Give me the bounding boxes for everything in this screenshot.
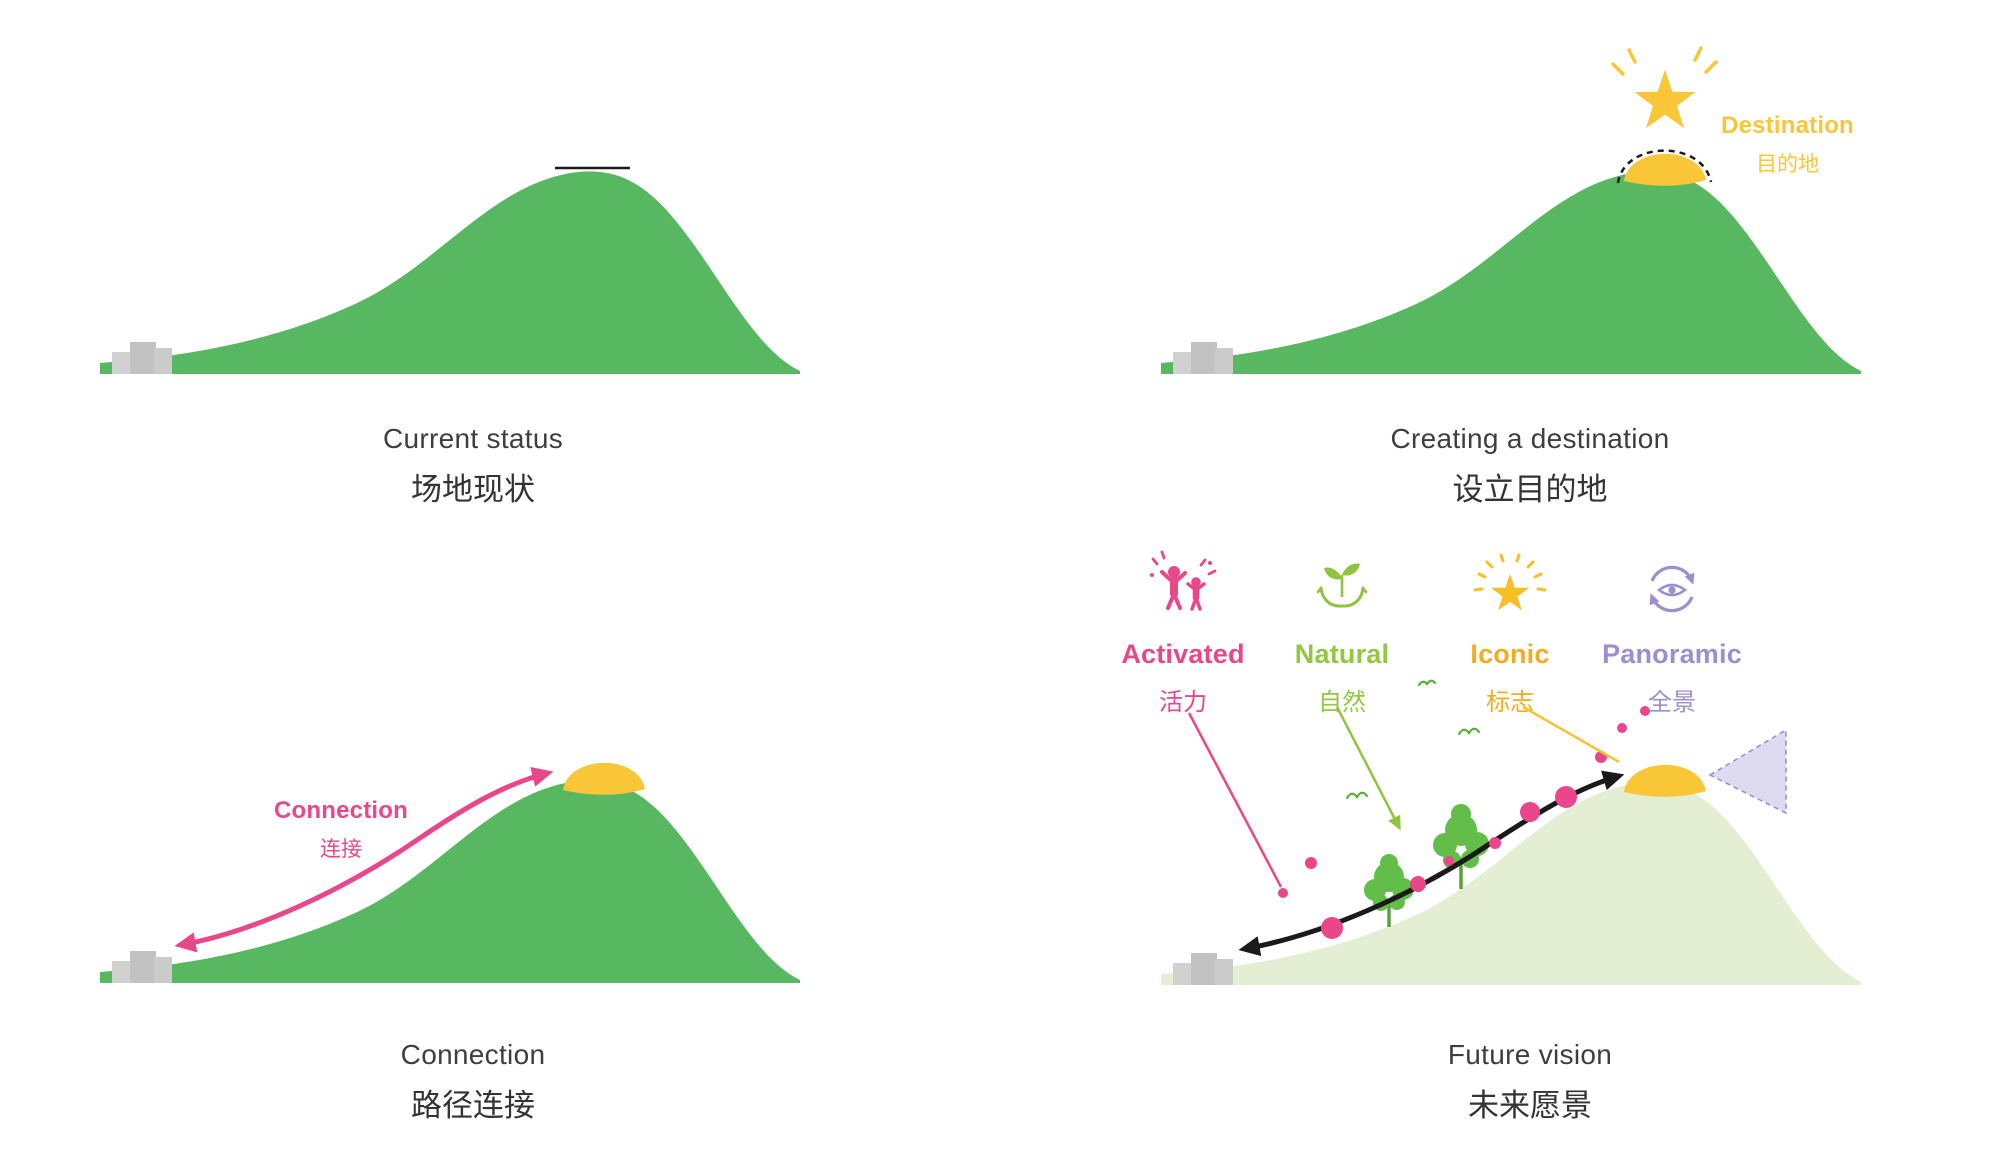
bird-icon bbox=[1345, 679, 1481, 800]
buildings-icon bbox=[1173, 953, 1233, 985]
future-vision-hill-illustration bbox=[1161, 679, 1861, 985]
destination-dome bbox=[1624, 153, 1706, 186]
feature-label-zh: 活力 bbox=[1159, 689, 1207, 716]
buildings-icon bbox=[112, 342, 172, 374]
feature-natural: Natural 自然 bbox=[1257, 543, 1427, 717]
feature-iconic: Iconic 标志 bbox=[1425, 543, 1595, 717]
star-icon bbox=[1634, 69, 1696, 129]
panel-caption-creating-destination: Creating a destination 设立目的地 bbox=[1330, 423, 1730, 509]
feature-label-zh: 全景 bbox=[1648, 689, 1696, 716]
panel-title-en: Future vision bbox=[1447, 1039, 1613, 1070]
connection-callout: Connection 连接 bbox=[241, 797, 441, 863]
feature-label-en: Natural bbox=[1294, 639, 1390, 669]
panel-title-zh: 未来愿景 bbox=[1468, 1088, 1592, 1123]
connector-line-activated bbox=[1187, 712, 1283, 888]
panel-title-en: Current status bbox=[382, 423, 564, 454]
destination-dome bbox=[1624, 764, 1706, 797]
feature-activated: Activated 活力 bbox=[1098, 543, 1268, 717]
panel-title-zh: 设立目的地 bbox=[1452, 472, 1608, 507]
connection-hill-illustration bbox=[100, 762, 800, 983]
destination-dashed-outline bbox=[1616, 149, 1713, 184]
connection-callout-en: Connection bbox=[274, 797, 408, 824]
current-status-hill-illustration bbox=[100, 166, 800, 374]
hill-shape bbox=[100, 780, 800, 983]
panel-title-en: Creating a destination bbox=[1390, 423, 1670, 454]
creating-destination-hill-illustration bbox=[1161, 46, 1861, 374]
feature-label-zh: 自然 bbox=[1318, 689, 1366, 716]
hill-shape bbox=[1161, 782, 1861, 985]
feature-label-en: Iconic bbox=[1470, 639, 1550, 669]
hands-holding-plant-icon bbox=[1316, 563, 1368, 608]
path-arrow bbox=[1238, 770, 1625, 957]
destination-dome bbox=[563, 762, 645, 795]
view-cone bbox=[1708, 728, 1787, 815]
activity-dots bbox=[1278, 706, 1650, 939]
buildings-icon bbox=[1173, 342, 1233, 374]
panel-caption-connection: Connection 路径连接 bbox=[273, 1039, 673, 1125]
destination-callout: Destination 目的地 bbox=[1700, 112, 1875, 178]
panel-title-en: Connection bbox=[400, 1039, 546, 1070]
shining-star-icon bbox=[1473, 553, 1547, 611]
destination-callout-zh: 目的地 bbox=[1756, 153, 1819, 176]
panel-title-zh: 场地现状 bbox=[411, 472, 535, 507]
buildings-icon bbox=[112, 951, 172, 983]
connection-callout-zh: 连接 bbox=[320, 838, 362, 861]
panel-caption-current-status: Current status 场地现状 bbox=[273, 423, 673, 509]
connector-line-iconic bbox=[1522, 705, 1620, 764]
hill-shape bbox=[1161, 171, 1861, 374]
people-celebrating-icon bbox=[1150, 550, 1217, 611]
feature-label-en: Panoramic bbox=[1602, 639, 1742, 669]
hill-shape bbox=[100, 171, 800, 374]
feature-label-en: Activated bbox=[1121, 639, 1245, 669]
panel-title-zh: 路径连接 bbox=[411, 1088, 535, 1123]
destination-callout-en: Destination bbox=[1721, 112, 1854, 139]
panel-caption-future-vision: Future vision 未来愿景 bbox=[1330, 1039, 1730, 1125]
feature-panoramic: Panoramic 全景 bbox=[1587, 543, 1757, 717]
connector-line-natural bbox=[1335, 706, 1401, 831]
feature-label-zh: 标志 bbox=[1486, 689, 1534, 716]
star-sparkle-icon bbox=[1611, 46, 1718, 76]
connection-arrow bbox=[174, 767, 554, 953]
panoramic-view-icon bbox=[1649, 565, 1695, 613]
